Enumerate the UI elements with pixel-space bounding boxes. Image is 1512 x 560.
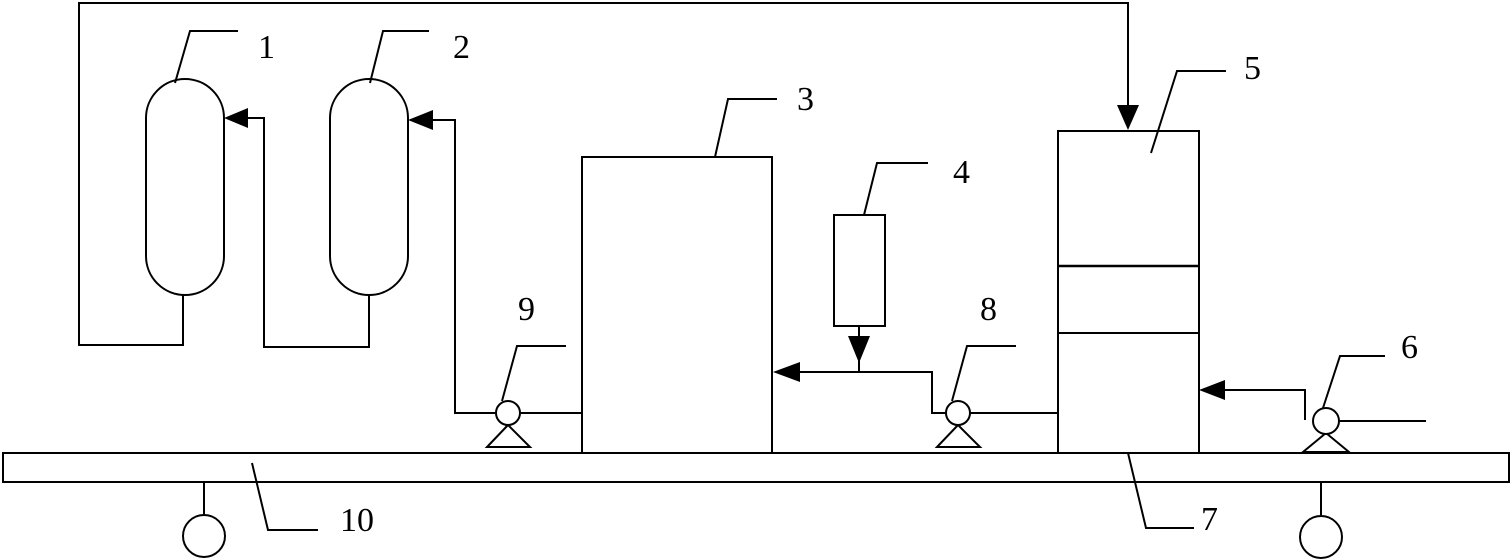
vessel-1 (145, 78, 225, 296)
pump-8 (945, 400, 971, 426)
arrow-dosing-down (848, 336, 870, 363)
label-2: 2 (453, 29, 470, 66)
pump-9 (495, 400, 521, 426)
wheel-left (182, 514, 226, 558)
label-7: 7 (1201, 501, 1218, 538)
pipe-vessel2-to-vessel1 (248, 117, 370, 348)
pump-9-base (484, 423, 533, 448)
label-8: 8 (980, 291, 997, 328)
label-5: 5 (1244, 50, 1261, 87)
leader-4 (863, 162, 928, 216)
arrow-into-column-7 (1199, 380, 1225, 400)
leader-10 (251, 462, 318, 531)
leader-2 (369, 30, 429, 84)
leader-6 (1322, 355, 1385, 409)
leader-8 (951, 345, 1016, 402)
label-9: 9 (518, 291, 535, 328)
pipe-pump9-to-vessel2 (433, 119, 582, 414)
leader-9 (501, 345, 566, 402)
label-3: 3 (797, 81, 814, 118)
pump-6 (1312, 407, 1340, 435)
pump-6-base (1300, 431, 1352, 453)
leader-7 (1127, 452, 1194, 529)
leader-1 (174, 30, 238, 84)
arrow-into-column-5 (1117, 105, 1139, 130)
arrow-into-vessel-2 (408, 110, 433, 130)
vessel-2 (329, 78, 409, 296)
column-unit (1057, 130, 1200, 454)
tank-3 (581, 156, 773, 454)
base-platform (2, 452, 1510, 483)
wheel-right (1299, 515, 1343, 559)
label-1: 1 (258, 29, 275, 66)
dosing-unit-4 (833, 214, 886, 327)
pump-8-base (934, 423, 983, 448)
pipe-pump8-to-tank3 (800, 371, 1058, 414)
leader-3 (714, 98, 777, 158)
label-6: 6 (1401, 329, 1418, 366)
arrow-into-vessel-1 (224, 108, 248, 128)
arrow-into-tank-3 (773, 362, 800, 382)
label-4: 4 (953, 154, 970, 191)
label-10: 10 (340, 502, 374, 539)
pipe-pump6-to-column7 (1225, 389, 1306, 420)
pipe-top-loop (78, 2, 1129, 346)
leader-5 (1150, 70, 1226, 154)
